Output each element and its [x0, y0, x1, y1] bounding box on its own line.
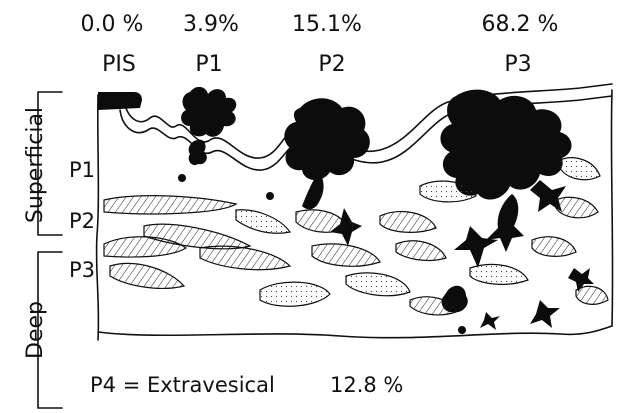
deep-label: Deep	[23, 301, 48, 359]
stage-p3-percent: 68.2 %	[482, 12, 559, 37]
tumor-p3-deep-b	[530, 300, 560, 328]
muscle-bundle	[396, 241, 446, 261]
stage-p2-percent: 15.1%	[292, 12, 362, 37]
muscle-bundle	[200, 246, 290, 269]
muscle-bundle	[260, 282, 330, 306]
tumor-pis	[98, 92, 142, 110]
muscle-bundle	[576, 286, 608, 304]
stage-p1-label: P1	[195, 52, 222, 77]
tumor-p1-fragment	[178, 174, 186, 182]
layer-p2-label: P2	[69, 209, 95, 233]
stage-p1-percent: 3.9%	[183, 12, 239, 37]
wall-bottom-edge	[98, 326, 612, 338]
tumor-p1-base	[189, 140, 207, 165]
layer-p3-label: P3	[69, 258, 95, 282]
muscle-bundle	[532, 237, 576, 257]
muscle-bundle	[560, 158, 600, 180]
extravesical-label: P4 = Extravesical	[90, 373, 275, 397]
stage-pis-label: PIS	[102, 52, 136, 77]
wall-left-edge	[97, 95, 99, 340]
layer-p1-label: P1	[69, 158, 95, 182]
muscle-bundle	[236, 210, 290, 234]
wall-right-edge	[611, 90, 612, 326]
superficial-label: Superficial	[23, 107, 48, 223]
extravesical-percent: 12.8 %	[330, 373, 403, 397]
tumor-p3-fragment-a	[454, 226, 498, 268]
muscle-bundle	[346, 273, 410, 296]
muscle-bundle	[296, 210, 346, 232]
muscle-bundle	[110, 263, 184, 288]
muscle-bundle	[104, 196, 236, 214]
stage-p2-label: P2	[318, 52, 345, 77]
tumor-p3-dot	[458, 326, 466, 334]
muscle-bundle	[380, 212, 436, 233]
muscle-bundle	[312, 244, 380, 266]
tumor-p2	[284, 98, 370, 180]
muscle-bundle	[556, 197, 598, 217]
tumor-p2-dot	[266, 192, 274, 200]
tumor-p1	[181, 87, 236, 137]
stage-p3-label: P3	[504, 52, 531, 77]
muscle-bundle	[470, 264, 528, 284]
tumor-p3-deep-d	[480, 312, 500, 330]
stage-pis-percent: 0.0 %	[81, 12, 144, 37]
